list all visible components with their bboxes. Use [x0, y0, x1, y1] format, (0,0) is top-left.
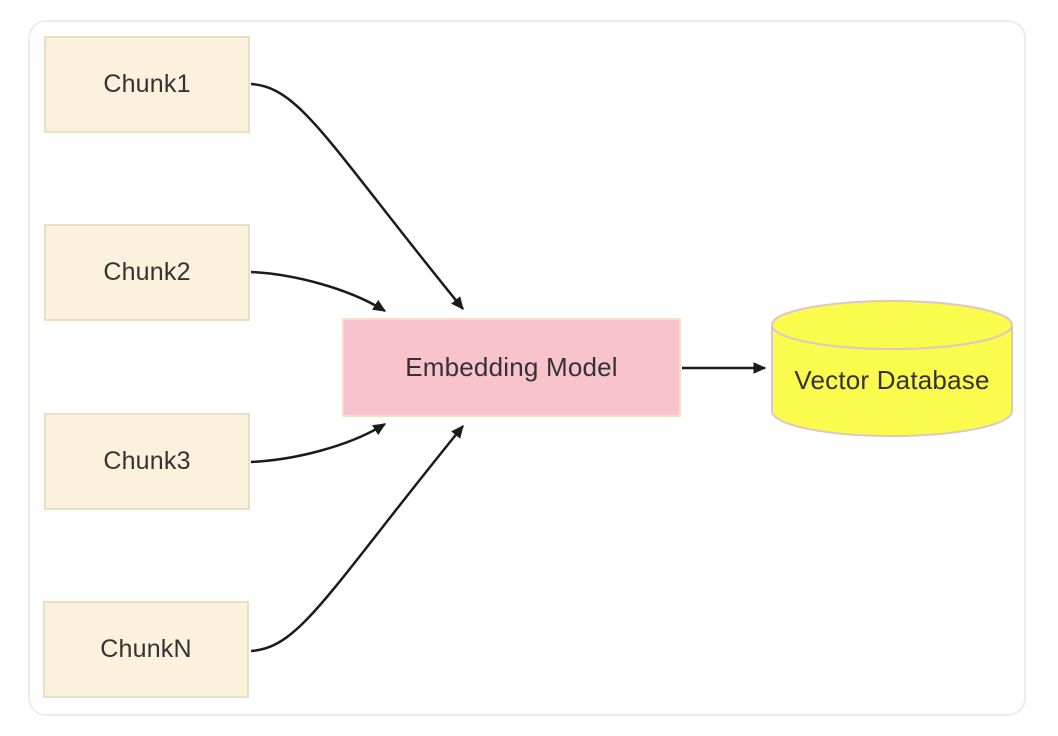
node-chunk2: Chunk2: [44, 224, 250, 321]
node-vector-database-label: Vector Database: [794, 365, 990, 395]
node-chunkN: ChunkN: [43, 601, 249, 698]
node-chunkN-label: ChunkN: [100, 635, 192, 663]
node-chunk1: Chunk1: [44, 36, 250, 133]
node-vector-database: Vector Database: [770, 299, 1014, 439]
node-embedding-model-label: Embedding Model: [405, 352, 618, 382]
node-chunk2-label: Chunk2: [103, 258, 191, 286]
database-cylinder-shape: [771, 300, 1013, 437]
node-chunk1-label: Chunk1: [103, 70, 191, 98]
node-chunk3-label: Chunk3: [103, 447, 191, 475]
node-embedding-model: Embedding Model: [342, 318, 681, 417]
node-chunk3: Chunk3: [44, 413, 250, 510]
